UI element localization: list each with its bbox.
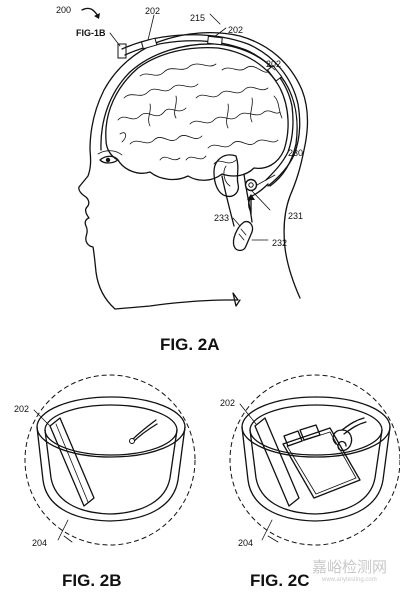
fig-2b-dashed-circle — [24, 374, 196, 546]
eye — [97, 150, 123, 164]
fig-2a-drawing — [78, 7, 309, 310]
fig-2c-electrode-plate — [254, 417, 300, 507]
ref-233-label: 233 — [214, 213, 229, 223]
ref-215-label: 215 — [190, 13, 205, 23]
fig-2c-chip-a — [283, 430, 303, 447]
watermark-url: www.anytesting.com — [321, 577, 377, 583]
neck-cut-mark — [232, 292, 241, 307]
fig-2b-caption: FIG. 2B — [62, 571, 122, 590]
external-device-232 — [232, 220, 254, 252]
fig-2c-ref-202-label: 202 — [220, 398, 235, 408]
fig-2c-drawing — [229, 374, 400, 546]
ref-202-label-b: 202 — [228, 25, 243, 35]
fig-2b-ref-202-label: 202 — [14, 404, 29, 414]
watermark-text: 嘉峪检测网 — [312, 558, 387, 576]
electrode-contact-202-c — [266, 64, 283, 82]
connector-230 — [244, 178, 258, 192]
fig-2c-electronics-module — [282, 427, 361, 499]
electrode-contact-202-a — [140, 37, 158, 50]
brain-outline — [105, 46, 289, 181]
fig-1b-callout-box — [117, 43, 127, 59]
fig-2c-ref-204-label: 204 — [238, 538, 253, 548]
fig-2c-lead-wire — [341, 417, 365, 431]
ear — [213, 154, 240, 198]
electrode-contact-202-b — [207, 35, 223, 46]
fig-2b-electrode-plate — [49, 417, 95, 507]
ref-202-label-c: 202 — [266, 59, 281, 69]
fig-2b-drawing — [24, 374, 196, 546]
brainstem — [221, 173, 253, 227]
ref-202-label-a: 202 — [145, 6, 160, 16]
fig-2a-caption: FIG. 2A — [160, 335, 220, 354]
ref-230-label: 230 — [288, 148, 303, 158]
fig-2c-coil — [332, 429, 353, 452]
ref-232-label: 232 — [272, 238, 287, 248]
fig-2b-ref-204-label: 204 — [32, 538, 47, 548]
ref-200-label: 200 — [56, 5, 71, 15]
skull-inner-contour — [100, 43, 298, 187]
head-profile-outline — [78, 31, 309, 310]
ref-231-label: 231 — [288, 211, 303, 221]
brain-gyri — [117, 63, 283, 165]
fig-1b-label: FIG-1B — [76, 28, 106, 38]
fig-2c-chip-b — [299, 424, 321, 441]
electrode-strip-215 — [121, 34, 301, 187]
fig-2c-caption: FIG. 2C — [250, 571, 310, 590]
fig-2c-dashed-circle — [229, 374, 400, 546]
fig-2b-lead-wire — [132, 419, 157, 440]
